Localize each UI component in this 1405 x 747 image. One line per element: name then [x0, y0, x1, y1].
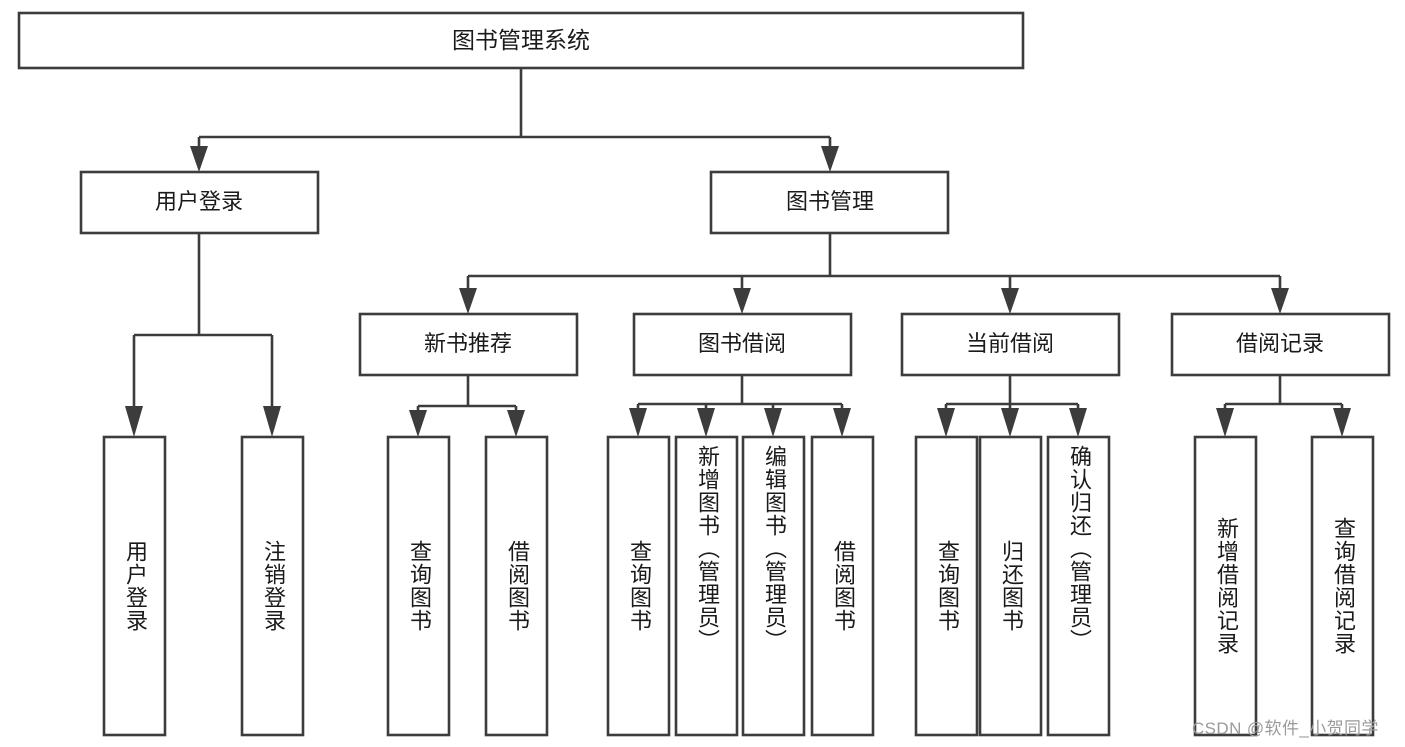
node-current-borrow-label: 当前借阅	[966, 331, 1054, 356]
node-current-borrow[interactable]: 当前借阅	[900, 312, 1121, 377]
node-borrow-record[interactable]: 借阅记录	[1170, 312, 1391, 377]
node-user-login-label: 用户登录	[155, 189, 243, 214]
node-book-management-label: 图书管理	[786, 189, 874, 214]
arrow-current-borrow-to-leaf1-icon	[937, 408, 955, 437]
node-new-book-recommend-box[interactable]	[358, 312, 579, 377]
leaf-logout-box[interactable]	[240, 435, 305, 737]
csdn-watermark: CSDN @软件_小贺同学	[1192, 719, 1379, 738]
leaf-query-record-box[interactable]	[1310, 435, 1375, 737]
arrow-book-borrow-to-leaf1-icon	[629, 408, 647, 437]
arrow-root-to-user-login-icon	[190, 146, 208, 172]
node-book-borrow[interactable]: 图书借阅	[632, 312, 853, 377]
arrow-bm-to-borrow-record-icon	[1271, 288, 1289, 314]
arrow-bm-to-current-borrow-icon	[1001, 288, 1019, 314]
arrow-book-borrow-to-leaf2-icon	[697, 408, 715, 437]
arrow-current-borrow-to-leaf3-icon	[1069, 408, 1087, 437]
connector-group-book-borrow	[629, 375, 851, 437]
leaf-boxes	[102, 435, 1375, 737]
leaf-query-book-2-box[interactable]	[606, 435, 671, 737]
leaf-user-login-box[interactable]	[102, 435, 167, 737]
leaf-confirm-return-box[interactable]	[1046, 435, 1111, 737]
leaf-add-book-box[interactable]	[674, 435, 739, 737]
connector-group-root	[190, 68, 839, 172]
arrow-borrow-record-to-leaf1-icon	[1216, 408, 1234, 437]
node-new-book-recommend-label: 新书推荐	[424, 331, 512, 356]
node-new-book-recommend[interactable]: 新书推荐	[358, 312, 579, 377]
arrow-new-book-to-leaf2-icon	[507, 410, 525, 437]
leaf-query-book-1-box[interactable]	[386, 435, 451, 737]
arrow-book-borrow-to-leaf4-icon	[833, 408, 851, 437]
leaf-query-book-3-box[interactable]	[914, 435, 979, 737]
connector-group-book-management	[459, 233, 1289, 314]
node-root[interactable]: 图书管理系统	[17, 11, 1025, 70]
node-user-login-box[interactable]	[79, 170, 320, 235]
arrow-user-login-to-leaf1-icon	[125, 406, 143, 437]
arrow-bm-to-new-book-icon	[459, 288, 477, 314]
leaf-return-book-box[interactable]	[978, 435, 1043, 737]
connector-group-current-borrow	[937, 375, 1087, 437]
arrow-user-login-to-leaf2-icon	[263, 406, 281, 437]
arrow-new-book-to-leaf1-icon	[409, 410, 427, 437]
leaf-borrow-book-1-box[interactable]	[484, 435, 549, 737]
node-root-box[interactable]	[17, 11, 1025, 70]
arrow-bm-to-book-borrow-icon	[733, 288, 751, 314]
node-borrow-record-label: 借阅记录	[1236, 331, 1324, 356]
node-book-management[interactable]: 图书管理	[709, 170, 950, 235]
node-current-borrow-box[interactable]	[900, 312, 1121, 377]
connector-group-new-book-recommend	[409, 375, 525, 437]
node-book-borrow-box[interactable]	[632, 312, 853, 377]
leaf-borrow-book-2-box[interactable]	[810, 435, 875, 737]
arrow-book-borrow-to-leaf3-icon	[764, 408, 782, 437]
node-borrow-record-box[interactable]	[1170, 312, 1391, 377]
node-root-label: 图书管理系统	[452, 27, 590, 53]
leaf-add-record-box[interactable]	[1193, 435, 1258, 737]
connector-group-borrow-record	[1216, 375, 1351, 437]
connector-group-user-login	[125, 233, 281, 437]
node-book-borrow-label: 图书借阅	[698, 331, 786, 356]
node-book-management-box[interactable]	[709, 170, 950, 235]
arrow-borrow-record-to-leaf2-icon	[1333, 408, 1351, 437]
node-user-login[interactable]: 用户登录	[79, 170, 320, 235]
arrow-current-borrow-to-leaf2-icon	[1001, 408, 1019, 437]
arrow-root-to-book-management-icon	[821, 146, 839, 172]
leaf-edit-book-box[interactable]	[741, 435, 806, 737]
